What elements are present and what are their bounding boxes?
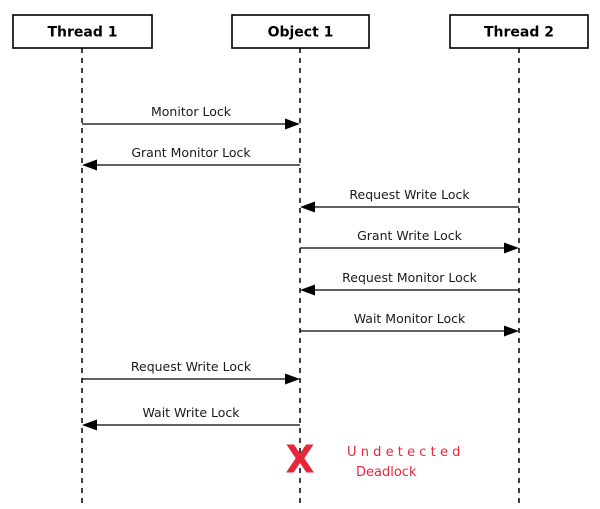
message-8: Wait Write Lock <box>82 405 300 431</box>
participant-thread1[interactable]: Thread 1 <box>12 14 153 49</box>
message-label: Request Write Lock <box>131 359 252 374</box>
arrowhead-icon <box>504 325 519 337</box>
arrowhead-icon <box>300 201 315 213</box>
participant-label: Thread 2 <box>484 25 554 41</box>
deadlock-label-line2: Deadlock <box>356 465 417 480</box>
participant-object1[interactable]: Object 1 <box>231 14 370 49</box>
message-label: Request Write Lock <box>349 187 470 202</box>
participant-box[interactable] <box>12 14 153 49</box>
message-label: Grant Write Lock <box>357 228 463 243</box>
message-label: Grant Monitor Lock <box>131 145 251 160</box>
arrowhead-icon <box>504 242 519 254</box>
arrowhead-icon <box>300 284 315 296</box>
participant-box[interactable] <box>231 14 370 49</box>
message-7: Request Write Lock <box>82 359 300 385</box>
message-5: Request Monitor Lock <box>300 270 519 296</box>
message-3: Request Write Lock <box>300 187 519 213</box>
participant-label: Object 1 <box>268 25 334 41</box>
message-label: Wait Monitor Lock <box>354 311 466 326</box>
message-label: Monitor Lock <box>151 104 232 119</box>
arrowhead-icon <box>285 373 300 385</box>
participant-box[interactable] <box>449 14 589 49</box>
arrowhead-icon <box>82 159 97 171</box>
participants-layer: Thread 1 Object 1 Thread 2 <box>12 14 589 49</box>
deadlock-label-line1: Undetected <box>347 445 465 460</box>
arrowhead-icon <box>285 118 300 130</box>
arrowhead-icon <box>82 419 97 431</box>
deadlock-x-icon: X <box>285 438 314 482</box>
message-4: Grant Write Lock <box>300 228 519 254</box>
message-label: Wait Write Lock <box>142 405 240 420</box>
message-6: Wait Monitor Lock <box>300 311 519 337</box>
message-label: Request Monitor Lock <box>342 270 478 285</box>
participant-label: Thread 1 <box>48 25 118 41</box>
participant-thread2[interactable]: Thread 2 <box>449 14 589 49</box>
message-1: Monitor Lock <box>82 104 300 130</box>
message-2: Grant Monitor Lock <box>82 145 300 171</box>
